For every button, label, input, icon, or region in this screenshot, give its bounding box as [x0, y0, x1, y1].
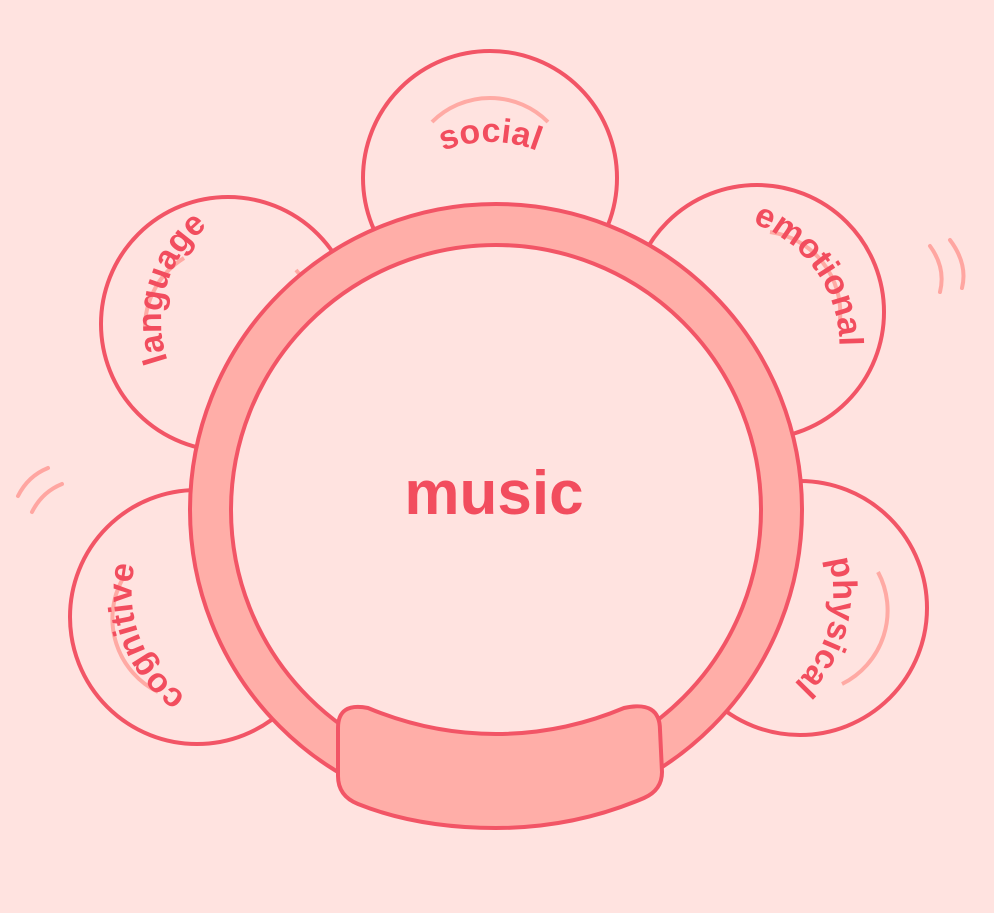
center-label: music — [404, 459, 583, 528]
tambourine-ring — [188, 202, 804, 818]
handle-grip-icon — [336, 704, 664, 830]
vibration-lines-icon — [928, 238, 966, 294]
vibration-lines-icon — [16, 466, 64, 514]
